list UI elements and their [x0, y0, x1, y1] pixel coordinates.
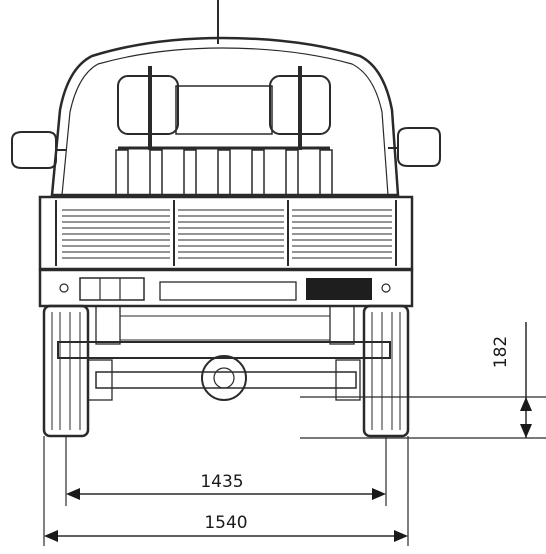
leaf-spring-right — [335, 359, 361, 401]
differential — [201, 355, 247, 401]
wheel-right — [362, 304, 410, 438]
axle-housing — [95, 371, 357, 389]
license-plate-area — [159, 281, 297, 301]
leaf-spring-left — [87, 359, 113, 401]
mirror-left — [11, 131, 57, 169]
shock-left — [95, 305, 121, 345]
rear-panel — [38, 268, 414, 308]
ground-clearance-label: 182 — [491, 336, 511, 368]
track-width-label: 1435 — [200, 472, 243, 492]
headboard-posts — [115, 149, 333, 197]
window-center — [175, 85, 273, 135]
shock-right — [329, 305, 355, 345]
cab-outline — [50, 36, 400, 197]
frame-crossmember — [119, 315, 331, 341]
tailgate-slats — [62, 209, 392, 259]
wheel-left — [42, 304, 90, 438]
rear-bumper — [57, 341, 391, 359]
cab-inner-outline — [61, 47, 389, 196]
dimension-ground-clearance: 182 — [491, 322, 532, 438]
dimension-track-width: 1435 — [66, 472, 386, 500]
dimension-overall-width: 1540 — [44, 513, 408, 542]
tail-lamp-right — [306, 278, 372, 300]
extension-lines — [43, 436, 409, 546]
tail-lamp-left — [79, 277, 145, 301]
overall-width-label: 1540 — [204, 513, 247, 533]
mirror-right — [397, 127, 441, 167]
